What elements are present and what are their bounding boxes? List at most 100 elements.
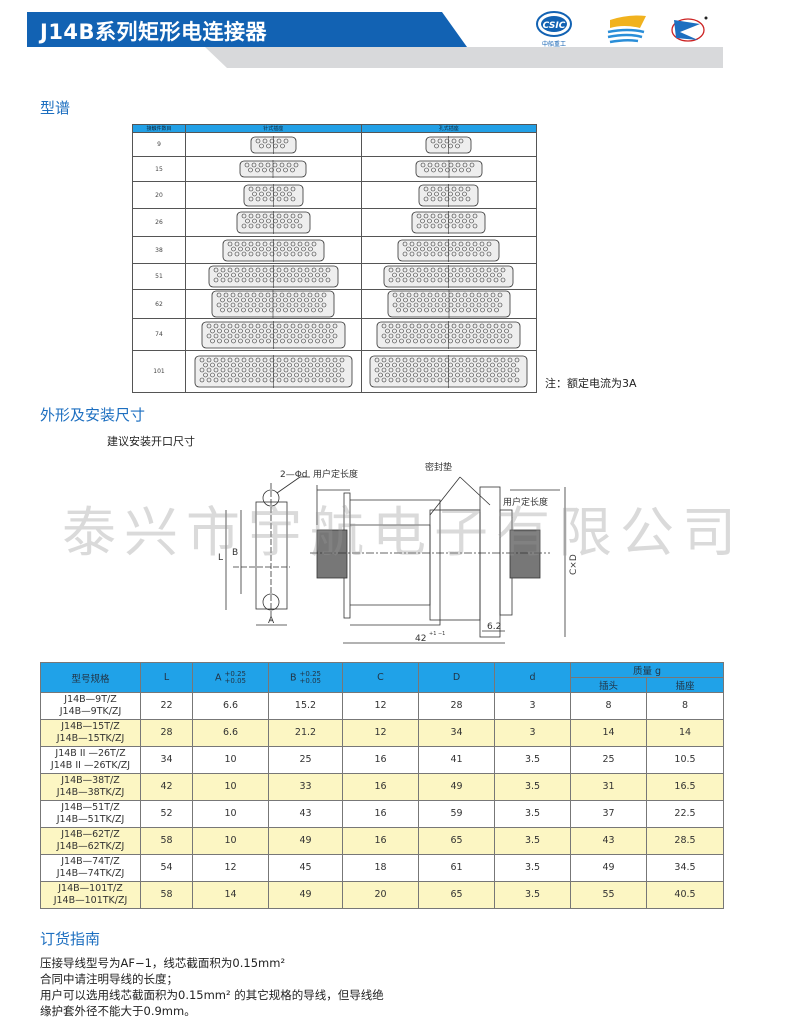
- pin-socket-drawing: [185, 132, 362, 157]
- type-row: 51: [132, 263, 537, 290]
- contact-count: 101: [132, 350, 186, 393]
- user-length-label-1: 用户定长度: [313, 468, 358, 480]
- CxD-label: C×D: [569, 554, 579, 575]
- type-row: 15: [132, 156, 537, 182]
- cell-B: 49: [268, 881, 343, 909]
- cell-d: 3: [494, 719, 571, 747]
- connector-face-icon: [415, 160, 483, 178]
- svg-text:中船重工: 中船重工: [542, 40, 566, 48]
- title-banner: [27, 12, 467, 47]
- connector-face-icon: [236, 211, 311, 234]
- plug-model: J14B—51T/Z: [61, 802, 120, 813]
- col-B-label: B: [289, 672, 297, 683]
- cell-D: 65: [418, 881, 495, 909]
- cell-A: 10: [192, 773, 269, 801]
- cell-D: 49: [418, 773, 495, 801]
- hole-socket-drawing: [360, 289, 537, 319]
- socket-model: J14B—9TK/ZJ: [59, 706, 122, 717]
- socket-model: J14B—62TK/ZJ: [56, 841, 125, 852]
- cell-L: 34: [140, 746, 193, 774]
- cell-plug: 31: [570, 773, 647, 801]
- col-A-label: A: [215, 672, 222, 683]
- cell-plug: 55: [570, 881, 647, 909]
- cell-C: 20: [342, 881, 419, 909]
- cell-B: 21.2: [268, 719, 343, 747]
- tol-up: +0.25: [299, 669, 321, 678]
- logos: CSIC 中船重工: [536, 11, 708, 48]
- cell-A: 10: [192, 746, 269, 774]
- cell-L: 58: [140, 827, 193, 855]
- col-B: B +0.25+0.05: [268, 662, 343, 693]
- tol-up: +0.25: [224, 669, 246, 678]
- col-A-tol: +0.25+0.05: [224, 669, 246, 685]
- col-hole-socket: 孔式插座: [360, 124, 537, 133]
- cell-socket: 34.5: [646, 854, 724, 882]
- socket-model: J14B—51TK/ZJ: [56, 814, 125, 825]
- csic-logo: CSIC 中船重工: [536, 11, 572, 48]
- pin-socket-drawing: [185, 156, 362, 182]
- cell-A: 10: [192, 827, 269, 855]
- pin-socket-drawing: [185, 263, 362, 290]
- tol-down: +0.05: [224, 676, 246, 685]
- plug-model: J14B—15T/Z: [61, 721, 120, 732]
- cell-C: 16: [342, 800, 419, 828]
- cell-D: 34: [418, 719, 495, 747]
- length-42-label: 42: [415, 634, 426, 644]
- cell-B: 49: [268, 827, 343, 855]
- cell-B: 45: [268, 854, 343, 882]
- socket-model: J14B—74TK/ZJ: [56, 868, 125, 879]
- current-note: 注：额定电流为3A: [545, 377, 637, 390]
- cell-socket: 40.5: [646, 881, 724, 909]
- plug-model: J14B—74T/Z: [61, 856, 120, 867]
- hole-socket-drawing: [360, 236, 537, 264]
- wave-logo: [607, 15, 646, 44]
- pin-socket-drawing: [185, 181, 362, 209]
- col-mass: 质量 g: [570, 662, 724, 678]
- connector-face-icon: [411, 211, 486, 234]
- cell-L: 42: [140, 773, 193, 801]
- tol-down: +0.05: [299, 676, 321, 685]
- mounting-subtitle: 建议安装开口尺寸: [107, 435, 195, 448]
- hole-socket-drawing: [360, 208, 537, 237]
- cell-plug: 14: [570, 719, 647, 747]
- connector-face-icon: [425, 135, 472, 154]
- cell-C: 18: [342, 854, 419, 882]
- cell-d: 3: [494, 692, 571, 720]
- header-gray-bar: [205, 47, 723, 68]
- cell-socket: 8: [646, 692, 724, 720]
- L-label: L: [218, 553, 223, 563]
- cell-socket: 28.5: [646, 827, 724, 855]
- cell-A: 6.6: [192, 719, 269, 747]
- B-label: B: [232, 548, 238, 558]
- cell-L: 54: [140, 854, 193, 882]
- page-title: J14B系列矩形电连接器: [40, 20, 268, 44]
- cell-B: 43: [268, 800, 343, 828]
- section-title-dimensions: 外形及安装尺寸: [40, 406, 146, 424]
- col-d: d: [494, 662, 571, 693]
- pin-socket-drawing: [185, 236, 362, 264]
- cell-d: 3.5: [494, 881, 571, 909]
- cell-socket: 22.5: [646, 800, 724, 828]
- cell-C: 12: [342, 692, 419, 720]
- cell-d: 3.5: [494, 746, 571, 774]
- cell-A: 10: [192, 800, 269, 828]
- cell-D: 41: [418, 746, 495, 774]
- cell-A: 6.6: [192, 692, 269, 720]
- plug-model: J14B—62T/Z: [61, 829, 120, 840]
- type-row: 38: [132, 236, 537, 264]
- dimension-drawing: 2—Φd L B A 用户定长度 密封垫 用户定长度 C×D 6.2 42 +1…: [218, 461, 579, 644]
- col-socket: 插座: [646, 677, 724, 693]
- socket-model: J14B—15TK/ZJ: [56, 733, 125, 744]
- contact-count: 74: [132, 318, 186, 351]
- connector-face-icon: [243, 183, 304, 207]
- cell-C: 16: [342, 827, 419, 855]
- hole-socket-drawing: [360, 181, 537, 209]
- connector-face-icon: [397, 238, 500, 262]
- plug-model: J14B—101T/Z: [58, 883, 123, 894]
- col-A: A +0.25+0.05: [192, 662, 269, 693]
